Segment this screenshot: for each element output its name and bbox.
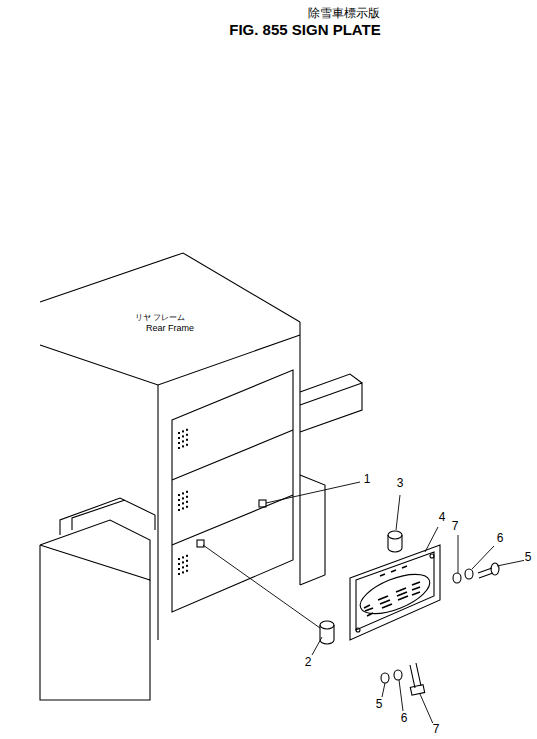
panel-hole — [182, 492, 184, 494]
panel-hole — [178, 499, 180, 501]
panel-hole — [182, 566, 184, 568]
panel-holes — [178, 429, 188, 575]
callout-number: 6 — [400, 712, 409, 725]
panel-hole — [182, 507, 184, 509]
panel-hole — [186, 434, 188, 436]
part-name: Rear Frame — [145, 324, 195, 334]
panel-hole — [186, 429, 188, 431]
panel-hole — [186, 570, 188, 572]
panel-hole — [186, 506, 188, 508]
callout-number: 3 — [396, 477, 405, 490]
panel-hole — [178, 447, 180, 449]
panel-hole — [182, 497, 184, 499]
frame-corner-edge — [299, 322, 300, 585]
panel-hole — [178, 573, 180, 575]
panel-hole — [182, 502, 184, 504]
panel-hole — [186, 496, 188, 498]
panel-hole — [186, 439, 188, 441]
beam — [300, 383, 362, 432]
callout-number: 1 — [363, 473, 372, 486]
washer-6 — [394, 670, 402, 680]
panel-hole — [178, 568, 180, 570]
panel-hole — [182, 435, 184, 437]
bolt-5 — [478, 563, 499, 578]
washer-7 — [381, 673, 389, 683]
callout-number: 4 — [438, 511, 447, 524]
callout-number: 6 — [496, 532, 505, 545]
figure-title-jp: 除雪車標示版 — [307, 7, 381, 20]
figure-title: FIG. 855 SIGN PLATE — [228, 22, 381, 39]
panel-hole — [186, 560, 188, 562]
hole-2 — [197, 540, 204, 547]
frame-block — [300, 475, 325, 585]
channel — [60, 498, 155, 535]
panel-hole — [178, 558, 180, 560]
panel-hole — [182, 430, 184, 432]
callout-number: 7 — [451, 520, 460, 533]
washer-7 — [453, 573, 461, 583]
part-name-jp: リヤ フレーム — [134, 314, 187, 323]
frame-front-left — [157, 385, 158, 640]
panel-hole — [182, 440, 184, 442]
washer-6 — [465, 569, 473, 579]
panel-hole — [182, 445, 184, 447]
panel-hole — [178, 563, 180, 565]
leader-lines — [203, 482, 526, 726]
callout-number: 2 — [304, 656, 313, 669]
callout-number: 5 — [375, 698, 384, 711]
bolt-5 — [410, 663, 425, 695]
panel-hole — [178, 509, 180, 511]
hole-1 — [259, 500, 266, 507]
panel-hole — [186, 444, 188, 446]
panel-hole — [186, 501, 188, 503]
panel-hole — [186, 565, 188, 567]
panel-hole — [178, 437, 180, 439]
panel-hole — [178, 494, 180, 496]
panel-rib — [172, 430, 293, 545]
spacer-3 — [388, 531, 402, 552]
callout-number: 5 — [524, 551, 533, 564]
mounting-panel — [172, 370, 293, 612]
frame-top-front — [40, 335, 300, 385]
panel-hole — [178, 432, 180, 434]
beam-top — [300, 374, 362, 392]
bottom-box — [40, 545, 150, 700]
panel-hole — [186, 555, 188, 557]
panel-hole — [186, 491, 188, 493]
panel-hole — [182, 561, 184, 563]
spacer-2 — [320, 621, 334, 644]
callout-number: 7 — [432, 723, 441, 736]
panel-hole — [178, 442, 180, 444]
frame-top-edge — [40, 253, 300, 322]
panel-hole — [182, 556, 184, 558]
sign-plate — [350, 545, 440, 640]
bottom-box-top — [40, 520, 150, 580]
panel-hole — [182, 571, 184, 573]
panel-hole — [178, 504, 180, 506]
